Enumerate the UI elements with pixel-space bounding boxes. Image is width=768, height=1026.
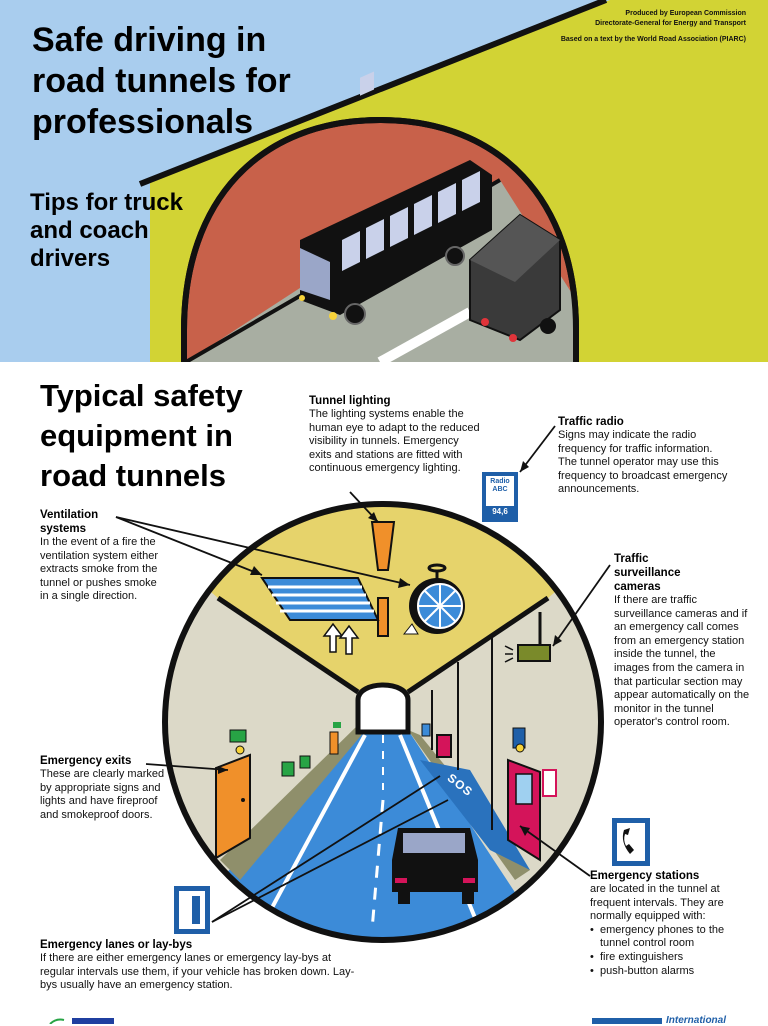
emergency-station-door-icon [507,727,557,862]
list-item: push-button alarms [590,965,740,979]
car-icon [392,828,478,904]
emergency-stations-block: Emergency stations are located in the tu… [590,869,740,978]
page-title: Safe driving in road tunnels for profess… [32,21,291,141]
emergency-phone-sign-icon [612,818,650,866]
irf-logo-icon [592,1018,662,1024]
tunnel-cross-section [49,425,662,1024]
emergency-stations-label: Emergency stations [590,870,700,882]
cameras-block: Traffic surveillance cameras If there ar… [614,552,754,730]
pointer-arrowheads [218,461,562,836]
emergency-exits-block: Emergency exits These are clearly marked… [40,754,166,822]
tunnel-lighting-block: Tunnel lighting The lighting systems ena… [309,394,481,476]
radio-sign-text: Radio ABC [486,478,514,494]
traffic-radio-block: Traffic radio Signs may indicate the rad… [558,415,733,497]
radio-sign-frequency: 94,6 [492,507,508,516]
laybys-block: Emergency lanes or lay-bys If there are … [40,938,358,993]
ceiling-light-icon [370,521,396,571]
truck-icon [469,213,561,342]
cameras-label: Traffic surveillance cameras [614,553,681,593]
emergency-exits-text: These are clearly marked by appropriate … [40,768,165,821]
ventilation-block: Ventilation systems In the event of a fi… [40,508,162,604]
list-item: emergency phones to the tunnel control r… [590,924,740,951]
radio-sign-line1: Radio [490,478,510,485]
emergency-station-icon [436,734,452,758]
ventilation-label: Ventilation systems [40,509,99,535]
laybys-label: Emergency lanes or lay-bys [40,939,193,951]
section-title: Typical safety equipment in road tunnels [40,378,243,493]
page-subtitle: Tips for truck and coach drivers [30,189,183,272]
horizon-line [138,0,608,187]
ventilation-grille-icon [260,577,380,655]
ventilation-text: In the event of a fire the ventilation s… [40,536,158,603]
tunnel-lighting-label: Tunnel lighting [309,395,391,407]
credit-line: Based on a text by the World Road Associ… [560,36,746,43]
layby-sign-icon [174,886,210,934]
jet-fan-icon [402,563,465,635]
credit-line: Directorate-General for Energy and Trans… [595,20,746,27]
credits-block: Produced by European Commission Director… [486,9,746,45]
cameras-text: If there are traffic surveillance camera… [614,594,750,729]
emergency-exits-label: Emergency exits [40,755,132,767]
laybys-text: If there are either emergency lanes or e… [40,952,355,992]
emergency-stations-list: emergency phones to the tunnel control r… [590,924,740,978]
layby-area [420,760,530,870]
traffic-radio-text: Signs may indicate the radio frequency f… [558,429,728,496]
phone-sign-icon [421,723,431,737]
radio-sign-line2: ABC [492,486,508,493]
traffic-radio-label: Traffic radio [558,416,624,428]
emergency-exit-door-icon [215,722,341,860]
irf-logo-text: International [666,1015,727,1026]
eu-logo-icon [49,1018,114,1024]
left-walkway [220,725,364,880]
traffic-radio-sign-icon [482,472,518,522]
tunnel-lighting-text: The lighting systems enable the human ey… [309,408,480,475]
right-wall-panels [431,636,493,830]
pointer-lines [115,425,611,923]
surveillance-camera-icon [504,612,551,663]
ceiling-light-icon [377,597,389,637]
list-item: fire extinguishers [590,951,740,965]
credit-line: Produced by European Commission [625,10,746,17]
tunnel-opening [355,682,411,735]
coach-bus-icon [299,71,492,325]
banner-illustration [0,0,768,362]
emergency-stations-text: are located in the tunnel at frequent in… [590,883,724,923]
